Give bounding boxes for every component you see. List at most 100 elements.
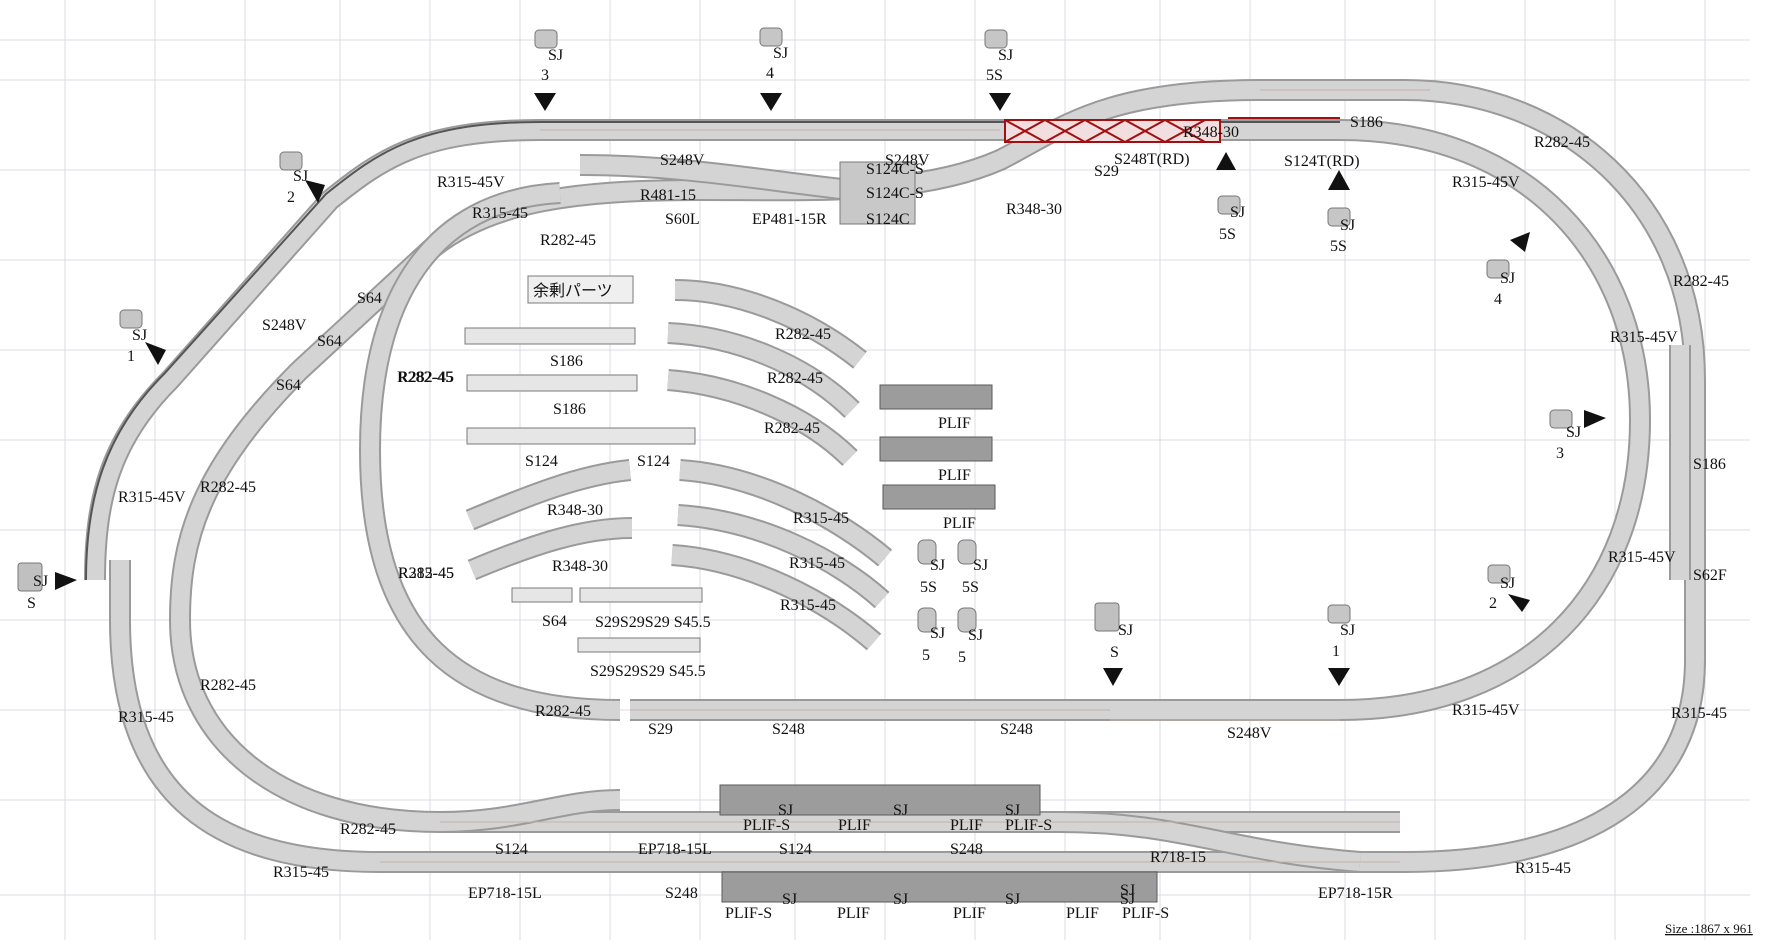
track-inner-loop xyxy=(168,154,1691,873)
track-label: S248T(RD) xyxy=(1114,151,1190,168)
spare-label: R315-45 xyxy=(793,510,849,527)
signal-name: SJ xyxy=(1340,217,1355,234)
direction-arrow-icon xyxy=(1328,668,1350,686)
track-label: S248V xyxy=(660,152,705,169)
platform-label: SJ xyxy=(1005,802,1020,819)
track-label: S248V xyxy=(262,317,307,334)
track-label: S124C-S xyxy=(866,161,924,178)
signal-name: SJ xyxy=(1566,424,1581,441)
signal-name: SJ xyxy=(1500,575,1515,592)
signal-icon xyxy=(1327,604,1351,624)
signal-name: SJ xyxy=(773,45,788,62)
direction-arrow-icon xyxy=(145,342,166,365)
signal-icon xyxy=(1327,207,1351,227)
track-label: R315-45 xyxy=(273,864,329,881)
signal-number: 5S xyxy=(920,579,937,596)
direction-arrow-icon xyxy=(1216,152,1236,170)
straight-sections xyxy=(380,89,1430,863)
signal-icon xyxy=(17,562,43,592)
platform-label: SJ xyxy=(1120,882,1135,899)
track-label: R315-45 xyxy=(472,205,528,222)
signal-name: SJ xyxy=(293,168,308,185)
signal-icon xyxy=(119,309,143,329)
signal-name: SJ xyxy=(1230,204,1245,221)
signal-name: SJ xyxy=(1118,622,1133,639)
platform-labels: SJ PLIF-S SJ PLIF SJ PLIF SJ PLIF-S PLIF… xyxy=(725,802,1169,922)
track-label: R348-30 xyxy=(1183,124,1239,141)
signal-number: 4 xyxy=(1494,291,1502,308)
signal-icon xyxy=(279,151,303,171)
platform-label: SJ xyxy=(893,891,908,908)
platform-label: SJ xyxy=(1120,891,1135,908)
spare-platforms xyxy=(879,384,996,510)
track-label: R718-15 xyxy=(1150,849,1206,866)
signal-number: 5S xyxy=(1330,238,1347,255)
platform-label: PLIF-S xyxy=(1122,905,1169,922)
signal-number: 5S xyxy=(986,67,1003,84)
direction-arrow-icon xyxy=(1510,232,1530,252)
track-label: R282-45 xyxy=(1534,134,1590,151)
signal-number: S xyxy=(27,595,36,612)
spare-parts-label-box: 余剰パーツ xyxy=(527,275,634,304)
track-label: R315-45V xyxy=(1610,329,1678,346)
track-label: S248 xyxy=(772,721,805,738)
spare-label: R348-30 xyxy=(547,502,603,519)
switch-box xyxy=(839,161,916,225)
platform-label: PLIF xyxy=(838,817,871,834)
track-label: S248 xyxy=(950,841,983,858)
spare-label: S124 xyxy=(525,453,558,470)
platform-label: SJ xyxy=(778,802,793,819)
signal-icon xyxy=(1486,259,1510,279)
bridge-section xyxy=(1004,117,1340,143)
direction-arrow-icon xyxy=(1103,668,1123,686)
direction-arrow-icon xyxy=(1508,594,1530,612)
signal-number: 5 xyxy=(958,649,966,666)
platform-label: PLIF-S xyxy=(725,905,772,922)
track-label: R348-30 xyxy=(1006,201,1062,218)
direction-arrow-icon xyxy=(989,93,1011,111)
spare-curve-pieces xyxy=(465,279,893,651)
track-label: S248 xyxy=(665,885,698,902)
signal-icon xyxy=(917,607,937,633)
spare-label: R282-45 xyxy=(767,370,823,387)
track-label: R315-45 xyxy=(118,709,174,726)
signal-icon xyxy=(1217,195,1241,215)
track-label: S186 xyxy=(1693,456,1726,473)
signal-name: SJ xyxy=(1500,270,1515,287)
spare-labels: S186 S186 S124 S124 R348-30 R348-30 S64 … xyxy=(398,326,976,680)
track-label: S64 xyxy=(276,377,301,394)
track-label: R315-45V xyxy=(118,489,186,506)
signal-icon xyxy=(1487,564,1511,584)
signal-number: 5S xyxy=(962,579,979,596)
track-label: R282-45 xyxy=(397,369,453,386)
track-main-loop xyxy=(84,119,1652,721)
signal-name: SJ xyxy=(1340,622,1355,639)
spare-label: S124 xyxy=(637,453,670,470)
signal-number: S xyxy=(1110,644,1119,661)
spare-label: R282-45 xyxy=(764,420,820,437)
platform-label: PLIF xyxy=(950,817,983,834)
signal-number: 5S xyxy=(1219,226,1236,243)
signal-number: 3 xyxy=(1556,445,1564,462)
signal-number: 2 xyxy=(287,189,295,206)
track-label: S124 xyxy=(779,841,812,858)
signal-number: 1 xyxy=(1332,643,1340,660)
signal-icon xyxy=(957,607,977,633)
track-label: S124C xyxy=(866,211,910,228)
track-label: EP718-15L xyxy=(638,841,712,858)
signal-name: SJ xyxy=(973,557,988,574)
track-label: EP481-15R xyxy=(752,211,827,228)
track-label: R481-15 xyxy=(640,187,696,204)
track-label: S29 xyxy=(1094,163,1119,180)
track-label: S62F xyxy=(1693,567,1727,584)
signal-name: SJ xyxy=(930,625,945,642)
spare-label: S186 xyxy=(550,353,583,370)
track-label: S186 xyxy=(1350,114,1383,131)
signal-name: SJ xyxy=(132,327,147,344)
direction-arrow-icon xyxy=(55,572,77,590)
platform-label: PLIF xyxy=(953,905,986,922)
signal-name: SJ xyxy=(548,47,563,64)
track-label: R282-45 xyxy=(200,479,256,496)
track-label: R315-45V xyxy=(1452,702,1520,719)
direction-arrow-icons xyxy=(55,93,1606,686)
